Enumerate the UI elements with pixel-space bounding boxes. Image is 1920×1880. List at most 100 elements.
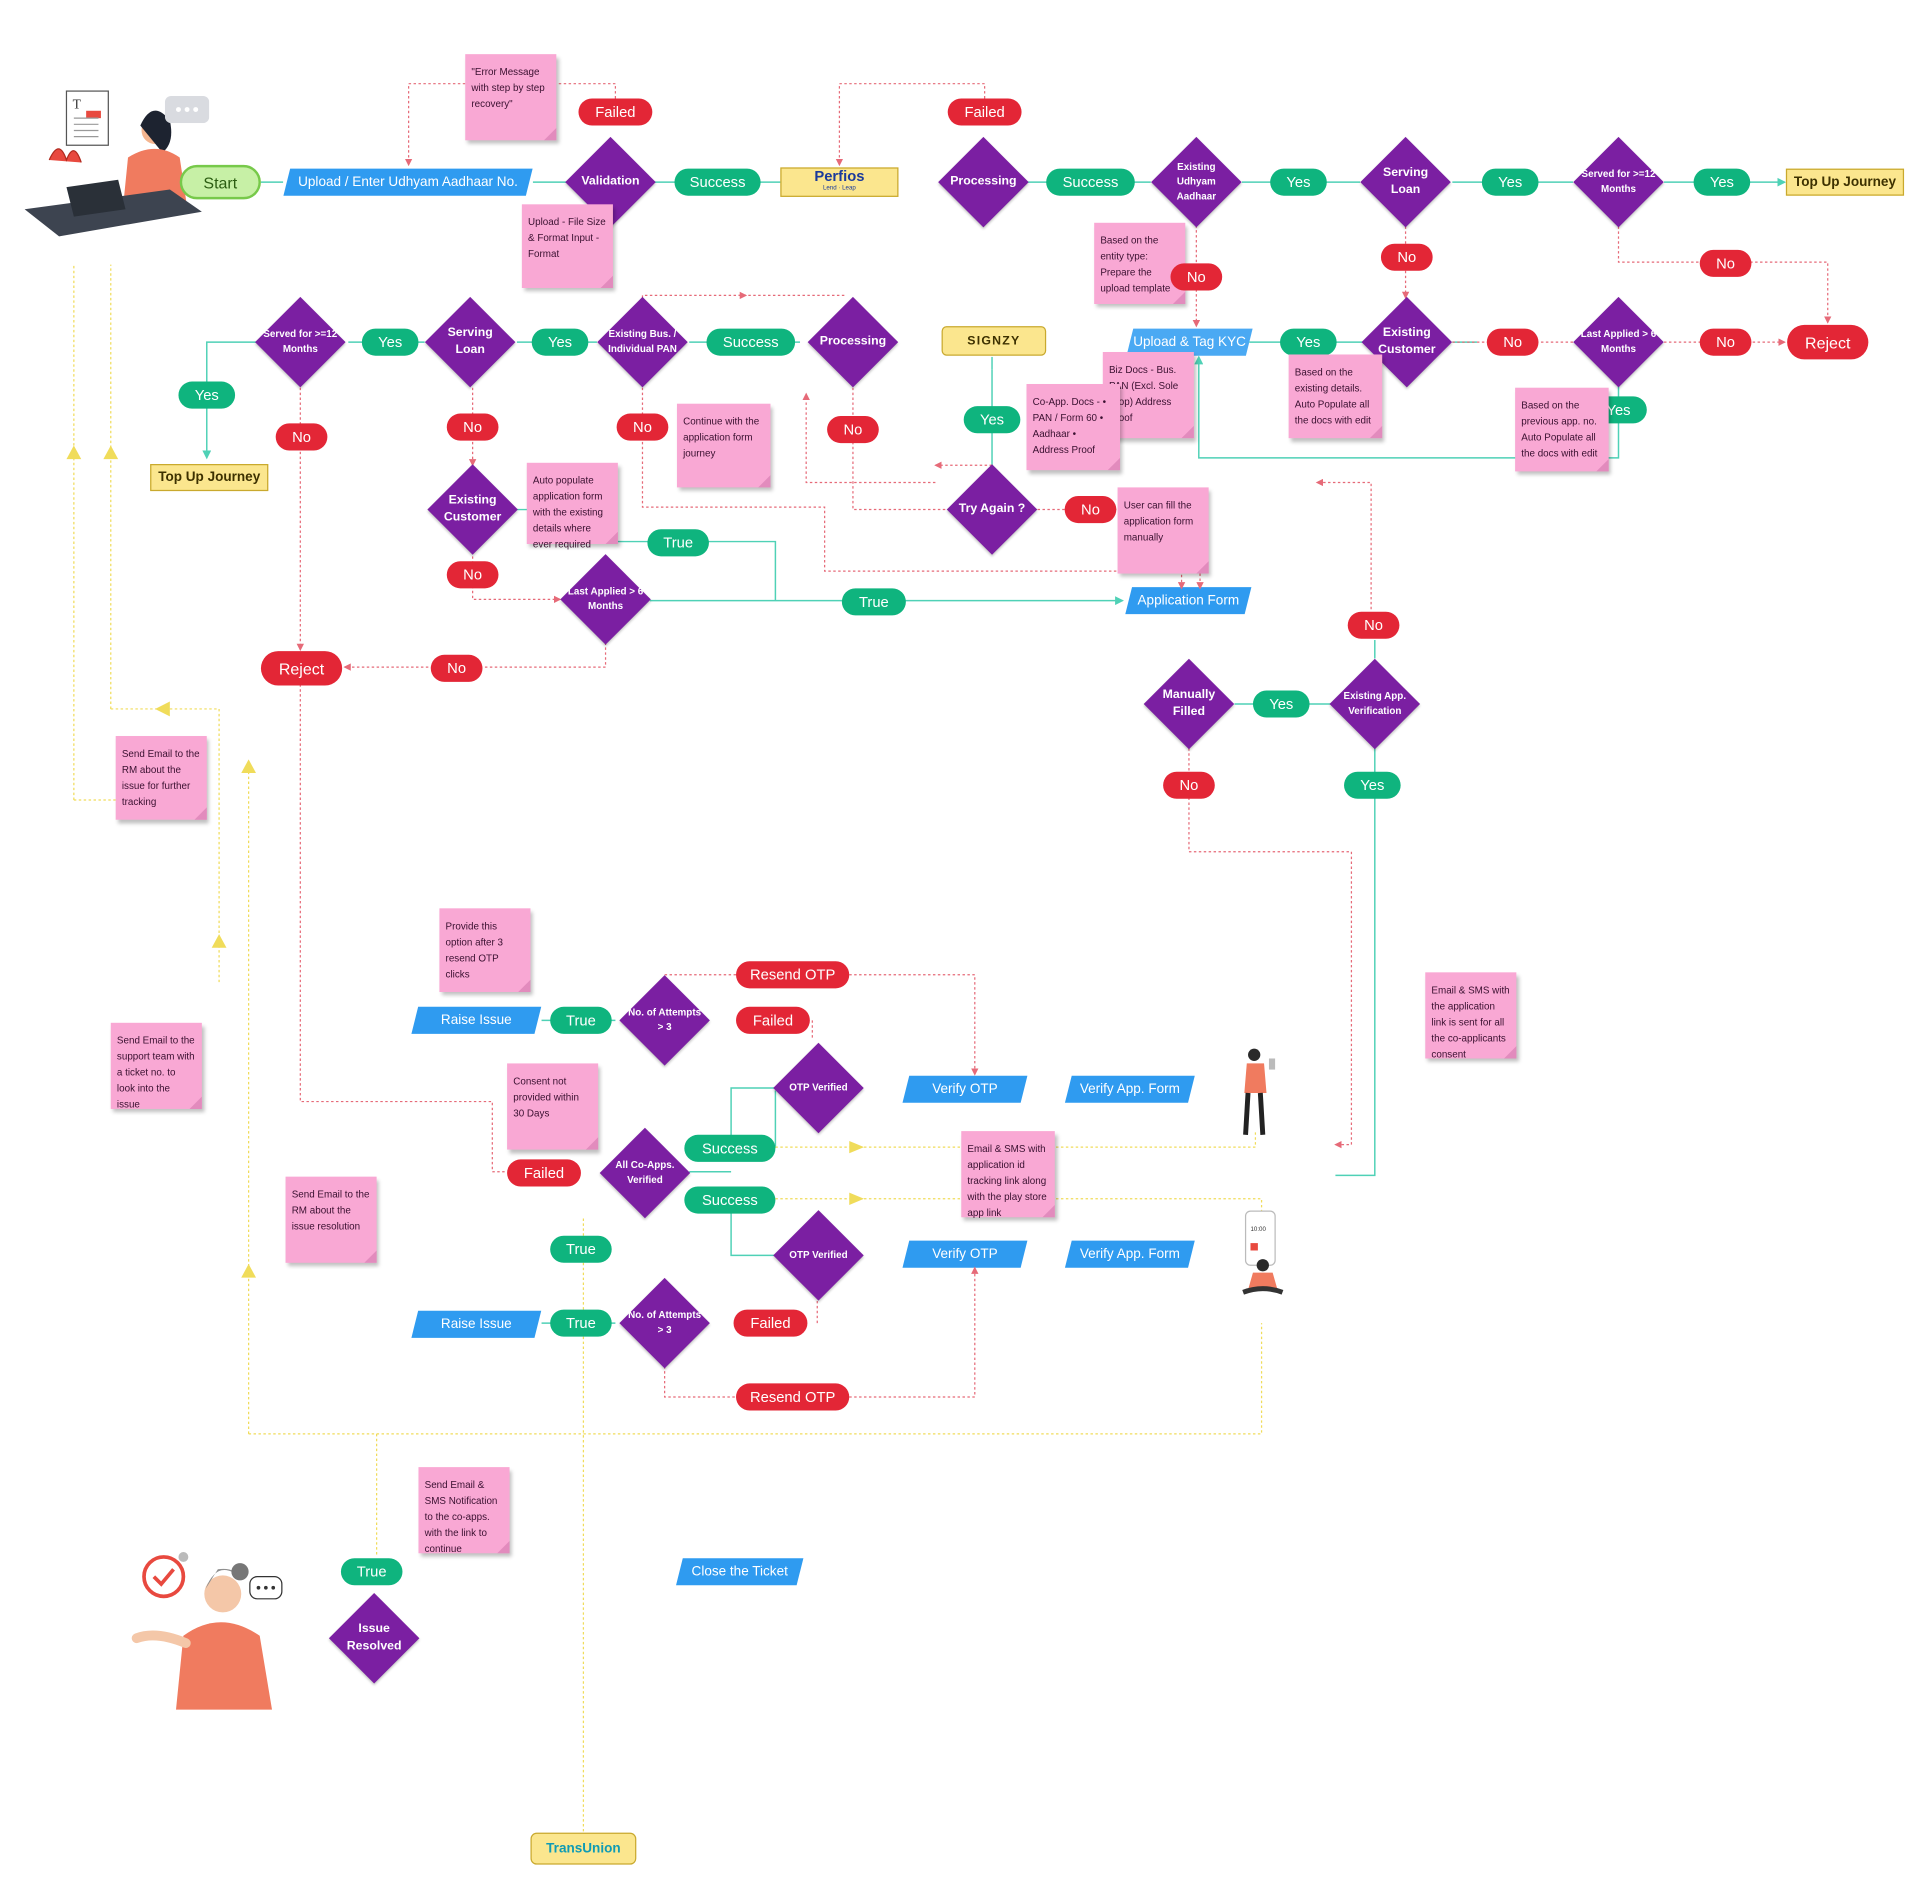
consent-30-days-note: Consent not provided within 30 Days: [507, 1063, 599, 1150]
coapp-docs-note: Co-App. Docs - • PAN / Form 60 • Aadhaar…: [1026, 384, 1121, 471]
reject-node-2[interactable]: Reject: [260, 651, 343, 686]
failed-coapps-label: Failed: [507, 1159, 581, 1187]
error-message-note: "Error Message with step by step recover…: [465, 54, 557, 141]
served-12-decision-1: Served for >=12 Months: [1573, 137, 1664, 228]
failed-otp-1-label: Failed: [736, 1006, 810, 1034]
existing-customer-decision-2: Existing Customer: [427, 464, 518, 555]
start-node[interactable]: Start: [179, 164, 261, 200]
upload-udhyam-node[interactable]: Upload / Enter Udhyam Aadhaar No.: [287, 169, 529, 196]
verify-app-form-node-1[interactable]: Verify App. Form: [1068, 1076, 1191, 1103]
tracking-link-note: Email & SMS with application id tracking…: [961, 1131, 1055, 1218]
failed-validation-label: Failed: [578, 98, 653, 126]
top-up-journey-2[interactable]: Top Up Journey: [150, 464, 269, 492]
no-udhyam-label: No: [1170, 263, 1223, 291]
resend-otp-option-note: Provide this option after 3 resend OTP c…: [439, 908, 531, 993]
manual-fill-note: User can fill the application form manua…: [1117, 487, 1209, 574]
yes-try-again-label: Yes: [963, 406, 1021, 434]
top-up-journey-1[interactable]: Top Up Journey: [1785, 168, 1905, 196]
otp-verified-decision-1: OTP Verified: [773, 1042, 864, 1133]
yes-udhyam-label: Yes: [1270, 168, 1327, 196]
last-applied-decision-2: Last Applied > 6 Months: [560, 554, 651, 645]
no-existing-2-label: No: [446, 561, 499, 589]
yes-served-label: Yes: [1693, 168, 1751, 196]
svg-text:10:00: 10:00: [1250, 1226, 1266, 1233]
rm-email-tracking-note: Send Email to the RM about the issue for…: [115, 736, 207, 820]
attempts-decision-2: No. of Attempts > 3: [619, 1278, 710, 1369]
rm-resolution-note: Send Email to the RM about the issue res…: [285, 1176, 377, 1263]
success-coapps-1-label: Success: [684, 1134, 776, 1162]
yes-serving-2-label: Yes: [531, 328, 589, 356]
no-pan-label: No: [616, 413, 669, 441]
no-served-2-label: No: [275, 423, 328, 451]
true-existing-label: True: [647, 529, 709, 557]
success-pan-label: Success: [706, 328, 796, 356]
speech-bubble-icon: [164, 96, 210, 124]
auto-populate-form-note: Auto populate application form with the …: [526, 462, 618, 550]
serving-loan-decision-1: Serving Loan: [1360, 137, 1451, 228]
attempts-decision-1: No. of Attempts > 3: [619, 975, 710, 1066]
coapp-notification-note: Send Email & SMS Notification to the co-…: [418, 1467, 510, 1555]
raise-issue-node-2[interactable]: Raise Issue: [415, 1311, 538, 1338]
entity-template-note: Based on the entity type: Prepare the up…: [1094, 222, 1186, 305]
processing-decision-2: Processing: [807, 297, 898, 388]
verify-app-form-node-2[interactable]: Verify App. Form: [1068, 1241, 1191, 1268]
no-existing-label: No: [1486, 328, 1539, 356]
try-again-decision: Try Again ?: [946, 464, 1037, 555]
success-validation-label: Success: [674, 168, 761, 196]
yes-served-2-label: Yes: [361, 328, 419, 356]
resend-otp-2[interactable]: Resend OTP: [736, 1383, 850, 1411]
raise-issue-node-1[interactable]: Raise Issue: [415, 1007, 538, 1034]
no-processing-2-label: No: [827, 416, 879, 444]
no-app-verification-label: No: [1347, 611, 1400, 639]
yes-kyc-label: Yes: [1280, 328, 1337, 356]
true-issue-label: True: [340, 1558, 403, 1586]
resend-otp-1[interactable]: Resend OTP: [736, 961, 850, 989]
success-coapps-2-label: Success: [684, 1186, 776, 1214]
continue-application-note: Continue with the application form journ…: [676, 403, 771, 488]
no-serving-label: No: [1380, 243, 1433, 271]
yes-top-up-2-label: Yes: [178, 381, 236, 409]
existing-app-verification-decision: Existing App. Verification: [1329, 658, 1420, 749]
signzy-logo: SIGNZY: [941, 326, 1047, 356]
auto-populate-existing-note: Based on the existing details. Auto Popu…: [1288, 354, 1383, 439]
upload-udhyam-label: Upload / Enter Udhyam Aadhaar No.: [298, 174, 518, 190]
upload-tag-kyc-node[interactable]: Upload & Tag KYC: [1130, 329, 1249, 356]
verify-otp-node-2[interactable]: Verify OTP: [906, 1241, 1024, 1268]
served-12-decision-2: Served for >=12 Months: [255, 297, 346, 388]
true-last-applied-label: True: [841, 588, 906, 616]
verify-otp-node-1[interactable]: Verify OTP: [906, 1076, 1024, 1103]
yes-verification-label: Yes: [1344, 771, 1401, 799]
manually-filled-decision: Manually Filled: [1143, 658, 1234, 749]
true-coapps-label: True: [550, 1235, 612, 1263]
all-coapps-verified-decision: All Co-Apps. Verified: [599, 1127, 690, 1218]
issue-resolved-decision: Issue Resolved: [329, 1593, 420, 1684]
man-phone-illustration: [1237, 1046, 1281, 1138]
no-try-again-label: No: [1064, 496, 1117, 524]
true-attempts-1-label: True: [550, 1006, 612, 1034]
existing-udhyam-decision: Existing Udhyam Aadhaar: [1151, 137, 1242, 228]
transunion-logo: TransUnion: [530, 1832, 637, 1865]
reject-node-1[interactable]: Reject: [1787, 324, 1869, 360]
close-ticket-node[interactable]: Close the Ticket: [679, 1558, 800, 1585]
application-form-node[interactable]: Application Form: [1129, 587, 1248, 614]
support-agent-illustration: [129, 1545, 301, 1711]
last-applied-decision-1: Last Applied > 6 Months: [1573, 297, 1664, 388]
coapp-consent-note: Email & SMS with the application link is…: [1425, 972, 1517, 1060]
yes-serving-label: Yes: [1481, 168, 1539, 196]
success-processing-label: Success: [1046, 168, 1135, 196]
otp-verified-decision-2: OTP Verified: [773, 1210, 864, 1301]
failed-otp-2-label: Failed: [733, 1309, 808, 1337]
processing-decision-1: Processing: [938, 137, 1029, 228]
phone-sitting-illustration: 10:00: [1241, 1209, 1285, 1303]
existing-pan-decision: Existing Bus. / Individual PAN: [597, 297, 688, 388]
woman-laptop-illustration: T: [22, 86, 207, 258]
serving-loan-decision-2: Serving Loan: [425, 297, 516, 388]
no-serving-2-label: No: [446, 413, 499, 441]
auto-populate-previous-note: Based on the previous app. no. Auto Popu…: [1515, 387, 1609, 472]
no-last-applied-2-label: No: [430, 654, 483, 682]
no-manually-label: No: [1163, 771, 1215, 799]
svg-text:T: T: [73, 96, 82, 111]
support-ticket-note: Send Email to the support team with a ti…: [110, 1022, 202, 1110]
